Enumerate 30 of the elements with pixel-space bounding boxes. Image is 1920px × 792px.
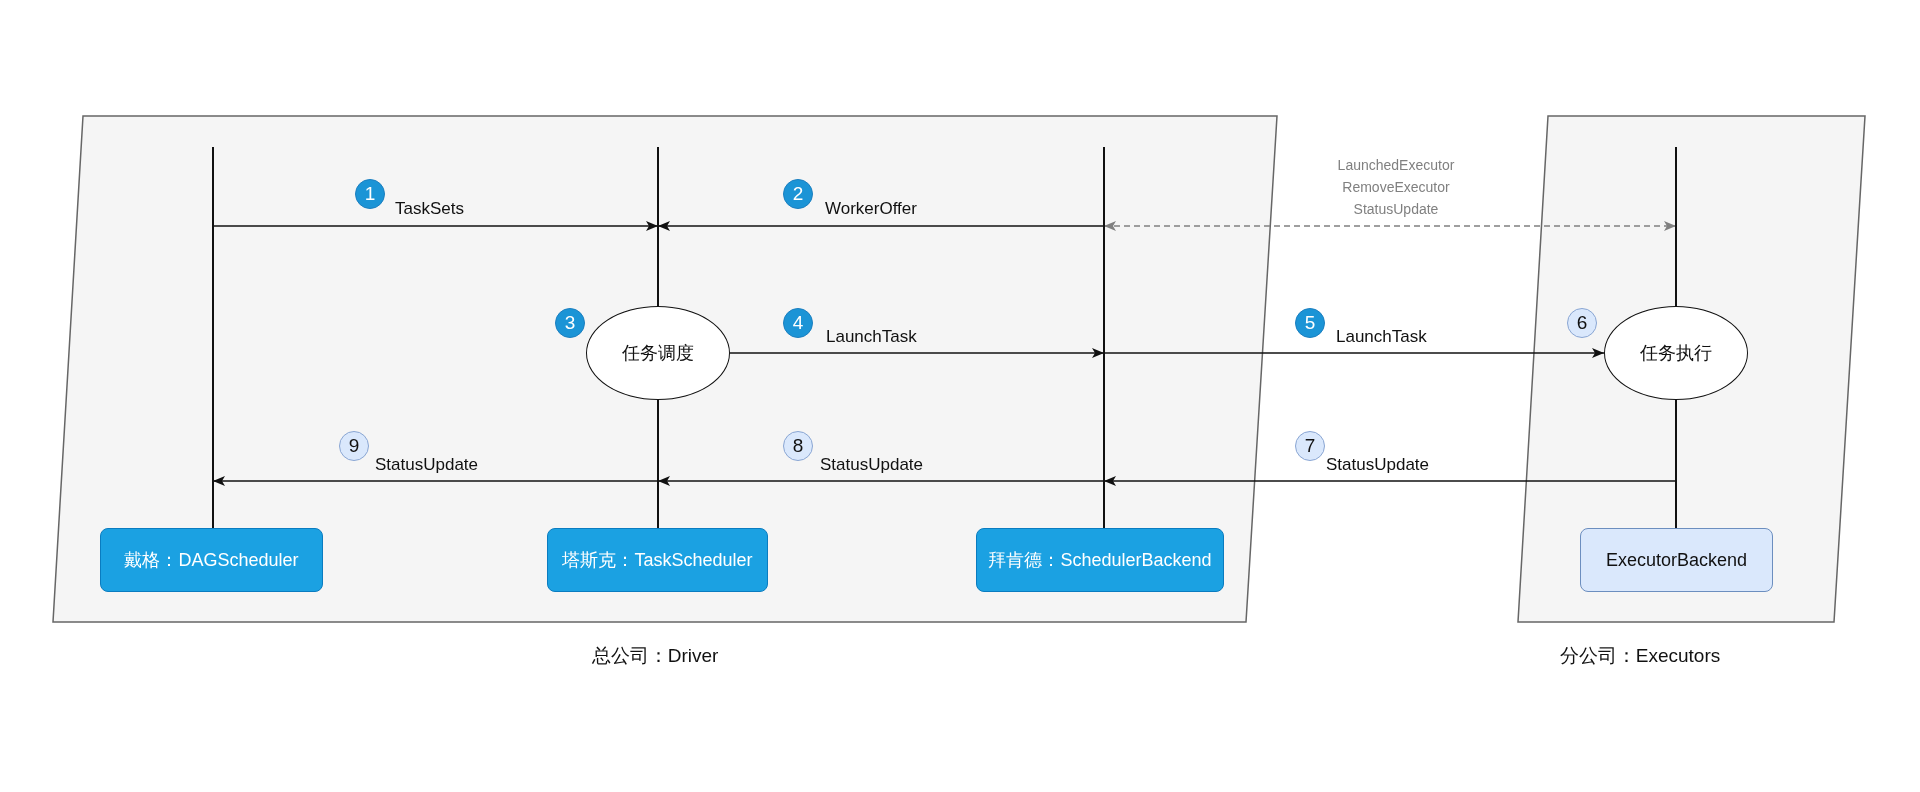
message-arrow <box>212 476 659 486</box>
component-box: 戴格：DAGScheduler <box>100 528 323 592</box>
component-box: 塔斯克：TaskScheduler <box>547 528 768 592</box>
edge-label: WorkerOffer <box>825 199 917 219</box>
edge-label: LaunchedExecutor RemoveExecutor StatusUpdate <box>1337 156 1455 219</box>
message-arrow <box>1103 476 1677 486</box>
lifeline <box>212 147 214 528</box>
lifeline <box>657 147 659 306</box>
message-arrow <box>657 476 1105 486</box>
group-label: 总公司：Driver <box>591 644 719 668</box>
message-arrow <box>1103 348 1605 358</box>
lifeline <box>1675 147 1677 306</box>
edge-label: StatusUpdate <box>820 455 923 475</box>
component-box: ExecutorBackend <box>1580 528 1773 592</box>
component-box: 拜肯德：SchedulerBackend <box>976 528 1224 592</box>
lifeline <box>1675 400 1677 528</box>
message-arrow <box>729 348 1105 358</box>
message-arrow <box>212 221 659 231</box>
message-arrow <box>657 221 1105 231</box>
lifeline <box>657 400 659 528</box>
edge-label: LaunchTask <box>1336 327 1427 347</box>
step-number-badge: 7 <box>1295 431 1325 461</box>
edge-label: StatusUpdate <box>1326 455 1429 475</box>
lifeline <box>1103 147 1105 528</box>
edge-label: TaskSets <box>395 199 464 219</box>
group-label: 分公司：Executors <box>1559 644 1721 668</box>
message-arrow <box>1103 221 1677 231</box>
step-number-badge: 5 <box>1295 308 1325 338</box>
edge-label: LaunchTask <box>826 327 917 347</box>
edge-label: StatusUpdate <box>375 455 478 475</box>
